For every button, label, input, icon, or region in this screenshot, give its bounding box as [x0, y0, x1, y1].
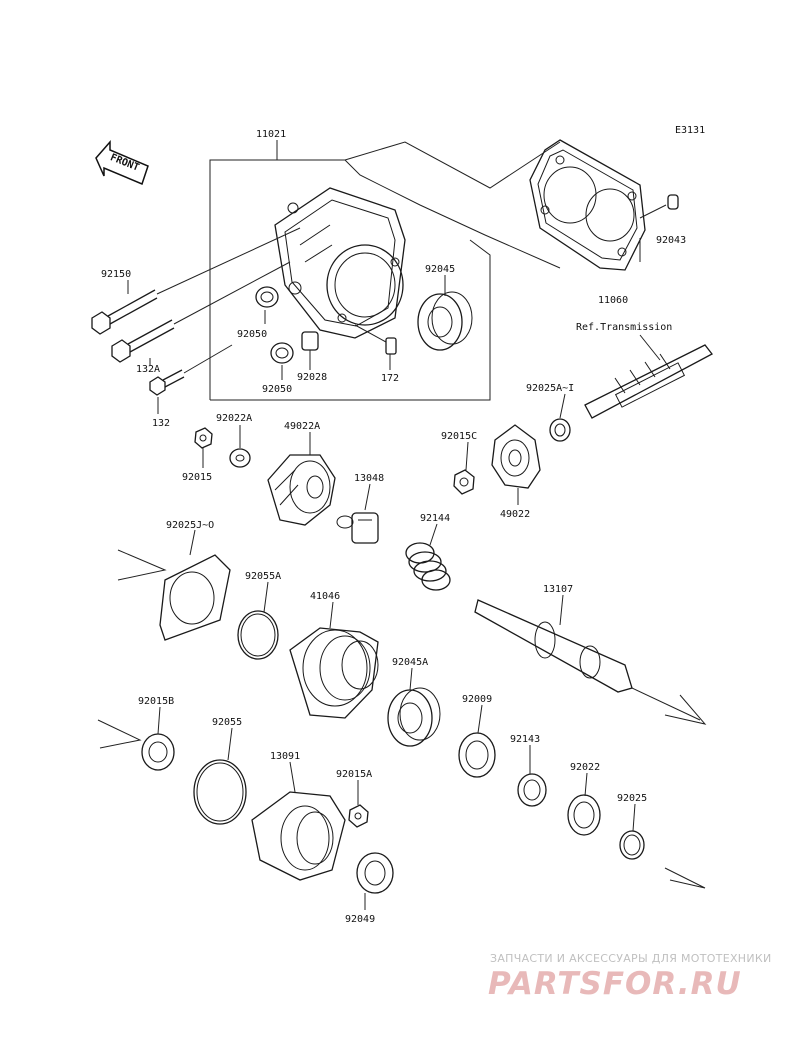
label-13107: 13107 — [543, 584, 573, 595]
label-92055: 92055 — [212, 717, 242, 728]
label-92025A: 92025A~I — [526, 383, 574, 394]
collar-92143 — [517, 773, 547, 807]
bearing-92045 — [417, 291, 473, 351]
housing-13091 — [251, 791, 346, 881]
label-92143: 92143 — [510, 734, 540, 745]
label-92025J: 92025J~O — [166, 520, 214, 531]
o-ring-92055A — [237, 610, 279, 660]
label-13048: 13048 — [354, 473, 384, 484]
label-92025: 92025 — [617, 793, 647, 804]
label-172: 172 — [381, 373, 399, 384]
o-ring-92055 — [193, 759, 247, 825]
nut-92015 — [194, 427, 213, 449]
label-132: 132 — [152, 418, 170, 429]
label-92050-lower: 92050 — [262, 384, 292, 395]
label-92009: 92009 — [462, 694, 492, 705]
label-11060: 11060 — [598, 295, 628, 306]
shim-92025A — [549, 418, 571, 442]
seal-92009 — [458, 732, 496, 778]
coupling-13048 — [336, 512, 379, 544]
dowel-pin-92043 — [639, 194, 679, 219]
bolt-132A — [111, 261, 291, 363]
nut-92015C — [453, 469, 475, 495]
label-92050-upper: 92050 — [237, 329, 267, 340]
label-11021: 11021 — [256, 129, 286, 140]
group-bracket — [209, 152, 491, 401]
oil-seal-92050-lower — [270, 342, 294, 364]
label-92022A: 92022A — [216, 413, 252, 424]
label-49022A: 49022A — [284, 421, 320, 432]
housing-41046 — [289, 627, 379, 719]
bolt-132 — [149, 344, 233, 396]
spring-92144 — [405, 542, 451, 591]
label-92049: 92049 — [345, 914, 375, 925]
label-92015A: 92015A — [336, 769, 372, 780]
label-leaders — [127, 140, 641, 910]
label-132A: 132A — [136, 364, 160, 375]
nut-92015A — [348, 804, 369, 828]
label-92144: 92144 — [420, 513, 450, 524]
gasket-11060 — [529, 139, 646, 271]
label-92015C: 92015C — [441, 431, 477, 442]
toothed-washer-92022 — [567, 794, 601, 836]
label-92015B: 92015B — [138, 696, 174, 707]
bevel-gear-49022A — [267, 454, 336, 526]
label-92028: 92028 — [297, 372, 327, 383]
watermark-logo: PARTSFOR.RU — [488, 966, 742, 1002]
bevel-gear-49022 — [491, 424, 541, 489]
label-92022: 92022 — [570, 762, 600, 773]
stud-172 — [354, 324, 397, 355]
front-arrow-icon: FRONT — [95, 140, 149, 186]
label-13091: 13091 — [270, 751, 300, 762]
bearing-92045A — [387, 687, 441, 747]
housing-11021 — [274, 187, 406, 339]
nut-92015B — [97, 719, 175, 771]
label-92015: 92015 — [182, 472, 212, 483]
label-41046: 41046 — [310, 591, 340, 602]
label-49022: 49022 — [500, 509, 530, 520]
label-92043: 92043 — [656, 235, 686, 246]
shim-92025 — [619, 830, 706, 889]
seal-92049 — [356, 852, 394, 894]
label-92045: 92045 — [425, 264, 455, 275]
diagram-code: E3131 — [675, 125, 705, 136]
bolt-92150 — [91, 227, 301, 335]
washer-92022A — [229, 448, 251, 468]
label-ref-transmission: Ref.Transmission — [576, 322, 672, 333]
watermark-tagline: ЗАПЧАСТИ И АКСЕССУАРЫ ДЛЯ МОТОТЕХНИКИ — [490, 952, 772, 965]
transmission-shaft — [584, 334, 713, 419]
label-92055A: 92055A — [245, 571, 281, 582]
shaft-13107 — [474, 599, 707, 725]
collar-92028 — [301, 331, 319, 351]
gasket-92025J — [117, 549, 231, 641]
label-92150: 92150 — [101, 269, 131, 280]
label-92045A: 92045A — [392, 657, 428, 668]
oil-seal-92050-upper — [255, 286, 279, 308]
